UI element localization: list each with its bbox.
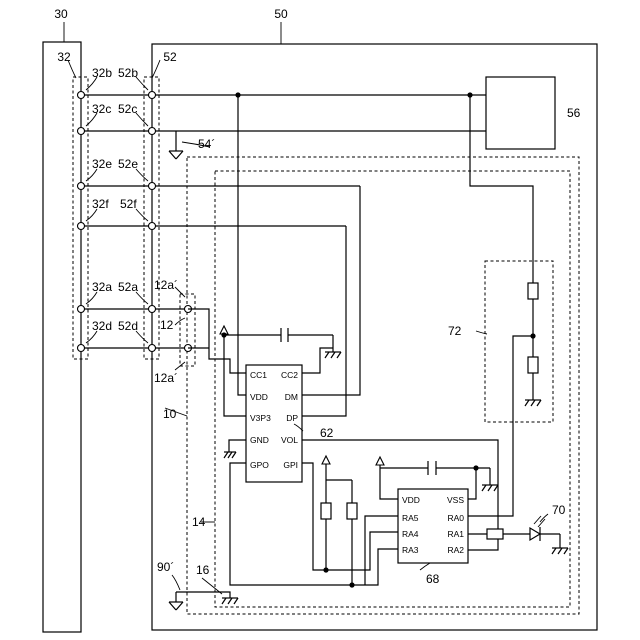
component-56 [486,77,555,149]
chip68-pin-ra1: RA1 [447,529,464,539]
label-32: 32 [57,50,71,64]
chip62-pin-dm: DM [285,392,298,402]
chip68-pin-vdd: VDD [402,495,420,505]
label-30: 30 [54,7,68,21]
chip68-pin-ra3: RA3 [402,545,419,555]
label-52: 52 [163,50,177,64]
chip68-pin-vss: VSS [447,495,464,505]
label-52a: 52a [118,280,138,294]
chip62-pin-cc1: CC1 [250,370,267,380]
chip62-pin-cc2: CC2 [281,370,298,380]
chip68-pin-ra2: RA2 [447,545,464,555]
label-50: 50 [274,7,288,21]
label-90: 90´ [157,560,174,574]
label-12a-top: 12a´ [154,278,178,292]
chip68-pin-ra0: RA0 [447,513,464,523]
label-32d: 32d [92,319,112,333]
label-14: 14 [192,515,206,529]
label-52b: 52b [118,66,138,80]
label-56: 56 [567,106,581,120]
label-32e: 32e [92,157,112,171]
label-32f: 32f [92,197,109,211]
label-52c: 52c [118,102,137,116]
label-16: 16 [196,563,210,577]
chip62-pin-vol: VOL [281,435,298,445]
label-12a-bottom: 12a´ [154,371,178,385]
chip68-pin-ra4: RA4 [402,529,419,539]
chip62-pin-v3p3: V3P3 [250,413,271,423]
label-54: 54´ [198,137,215,151]
label-10: 10 [163,407,177,421]
label-12: 12 [160,318,174,332]
device-30-body [43,42,81,632]
chip62-pin-gnd: GND [250,435,269,445]
label-32b: 32b [92,66,112,80]
chip62-pin-gpo: GPO [250,460,269,470]
chip62-pin-dp: DP [286,413,298,423]
chip62-pin-vdd: VDD [250,392,268,402]
label-68: 68 [426,572,440,586]
label-32a: 32a [92,280,112,294]
chip68-pin-ra5: RA5 [402,513,419,523]
label-72: 72 [448,324,462,338]
label-52f: 52f [120,197,137,211]
chip62-pin-gpi: GPI [283,460,298,470]
label-70: 70 [552,503,566,517]
label-52d: 52d [118,319,138,333]
label-32c: 32c [92,102,111,116]
label-52e: 52e [118,157,138,171]
label-62: 62 [320,426,334,440]
